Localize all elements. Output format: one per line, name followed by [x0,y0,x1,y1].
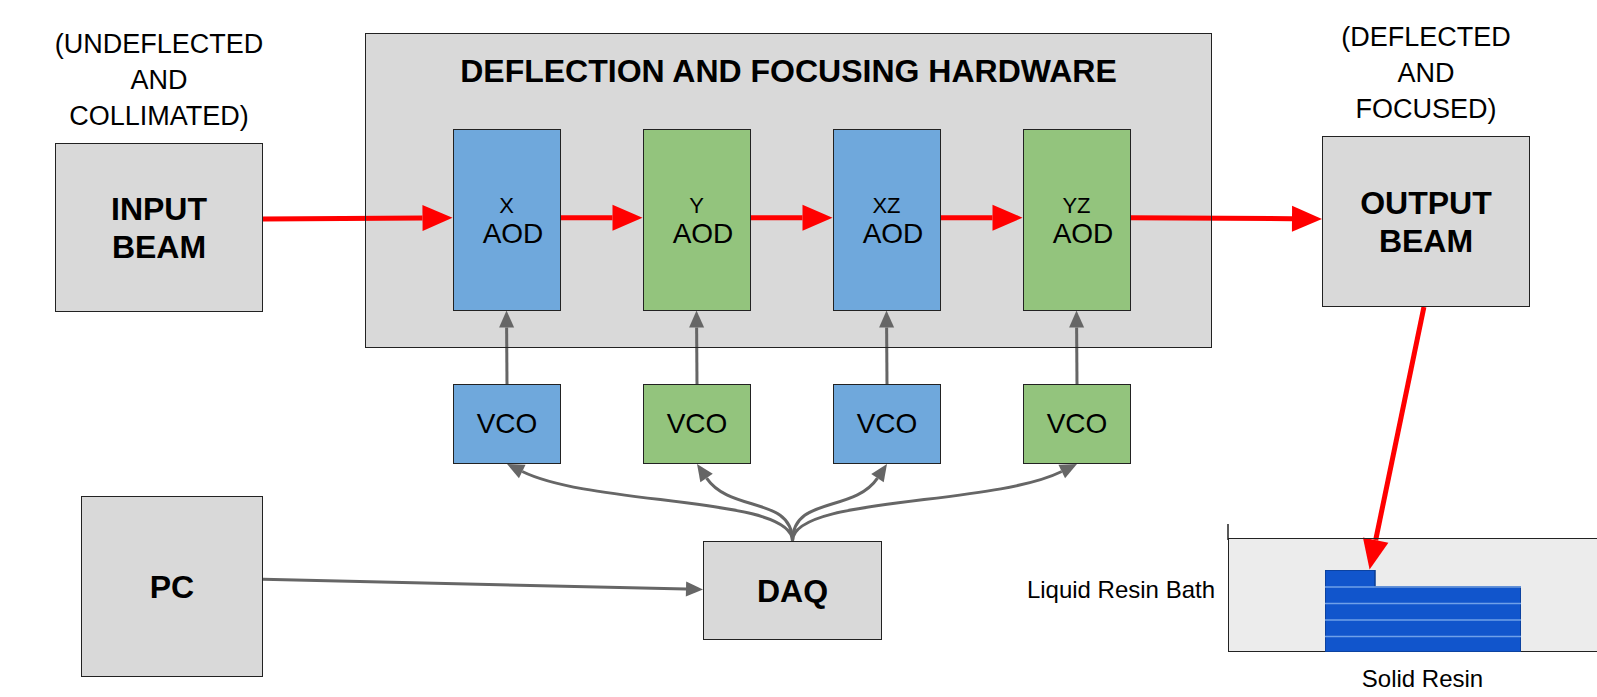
aod-label: YZ AOD [1053,192,1101,248]
hardware-box: DEFLECTION AND FOCUSING HARDWARE X AOD Y A… [365,33,1212,348]
beam-arrow [1131,206,1323,232]
connector-line [263,579,686,589]
vco-label: VCO [857,408,918,440]
connector-line [793,478,878,541]
beam-note: (UNDEFLECTED AND COLLIMATED) [55,26,264,134]
aod-box: XZ AOD [833,129,941,311]
arrow-head [499,311,514,328]
box-fill [1228,538,1597,652]
beam-arrow [561,205,643,231]
control-arrow [793,464,888,541]
vco-label: VCO [667,408,728,440]
beam-label: OUTPUT BEAM [1360,184,1492,260]
vco-label: VCO [477,408,538,440]
control-arrow [263,579,703,596]
connector-line [263,218,423,219]
connector-line [561,215,613,220]
arrow-head [613,205,643,231]
vco-box: VCO [833,384,941,464]
aod-box: YZ AOD [1023,129,1131,311]
arrow-head [993,205,1023,231]
arrow-head [871,464,887,482]
arrow-head [697,464,713,482]
beam-box: (UNDEFLECTED AND COLLIMATED)INPUT BEAM [55,143,263,312]
control-arrow [793,464,1078,541]
resin-label: Solid Resin [1362,666,1483,692]
aod-label: XZ AOD [863,192,911,248]
connector-line [885,327,888,384]
beam-label: INPUT BEAM [111,190,207,266]
aod-box: Y AOD [643,129,751,311]
aod-box: X AOD [453,129,561,311]
arrow-head [507,464,526,478]
beam-arrow [1363,307,1424,570]
beam-arrow [263,205,453,231]
group-title: DEFLECTION AND FOCUSING HARDWARE [366,52,1211,90]
aod-label: Y AOD [673,192,721,248]
beam-box: (DEFLECTED AND FOCUSED)OUTPUT BEAM [1322,136,1530,307]
resin-outline [1325,570,1521,652]
arrow-head [1292,206,1322,232]
beam-note: (DEFLECTED AND FOCUSED) [1341,19,1511,127]
arrow-head [803,205,833,231]
vco-box: VCO [453,384,561,464]
connector-line [522,471,792,541]
arrow-head [686,582,703,597]
arrow-head [689,311,704,328]
beam-arrow [751,205,833,231]
connector-line [695,327,698,384]
arrow-head [879,311,894,328]
solid-resin: Solid Resin [1325,570,1521,652]
resin-layer [1325,586,1521,588]
daq-box: DAQ [703,541,882,640]
connector-line [707,478,793,541]
bath-label: Liquid Resin Bath [1027,576,1215,604]
aod-label: X AOD [483,192,531,248]
connector-line [1376,307,1424,540]
vco-box: VCO [1023,384,1131,464]
connector-line [751,215,803,220]
resin-layer [1325,635,1521,637]
vco-box: VCO [643,384,751,464]
pc-box: PC [81,496,263,677]
control-arrow [697,464,793,541]
connector-line [505,327,508,384]
beam-arrow [941,205,1023,231]
connector-line [941,215,993,220]
arrow-head [1069,311,1084,328]
resin-bath: Liquid Resin BathSolid Resin [1228,538,1597,652]
arrow-head [422,205,452,231]
vco-label: VCO [1047,408,1108,440]
pc-label: PC [150,568,194,606]
arrow-head [1058,464,1077,478]
resin-layer [1325,602,1521,604]
resin-shape [1325,570,1521,652]
arrow-head [1363,537,1388,569]
resin-layer [1325,619,1521,621]
control-arrow [507,464,793,541]
connector-line [793,472,1062,541]
daq-label: DAQ [757,572,828,610]
box-fill [365,33,1212,348]
connector-line [1075,327,1078,384]
